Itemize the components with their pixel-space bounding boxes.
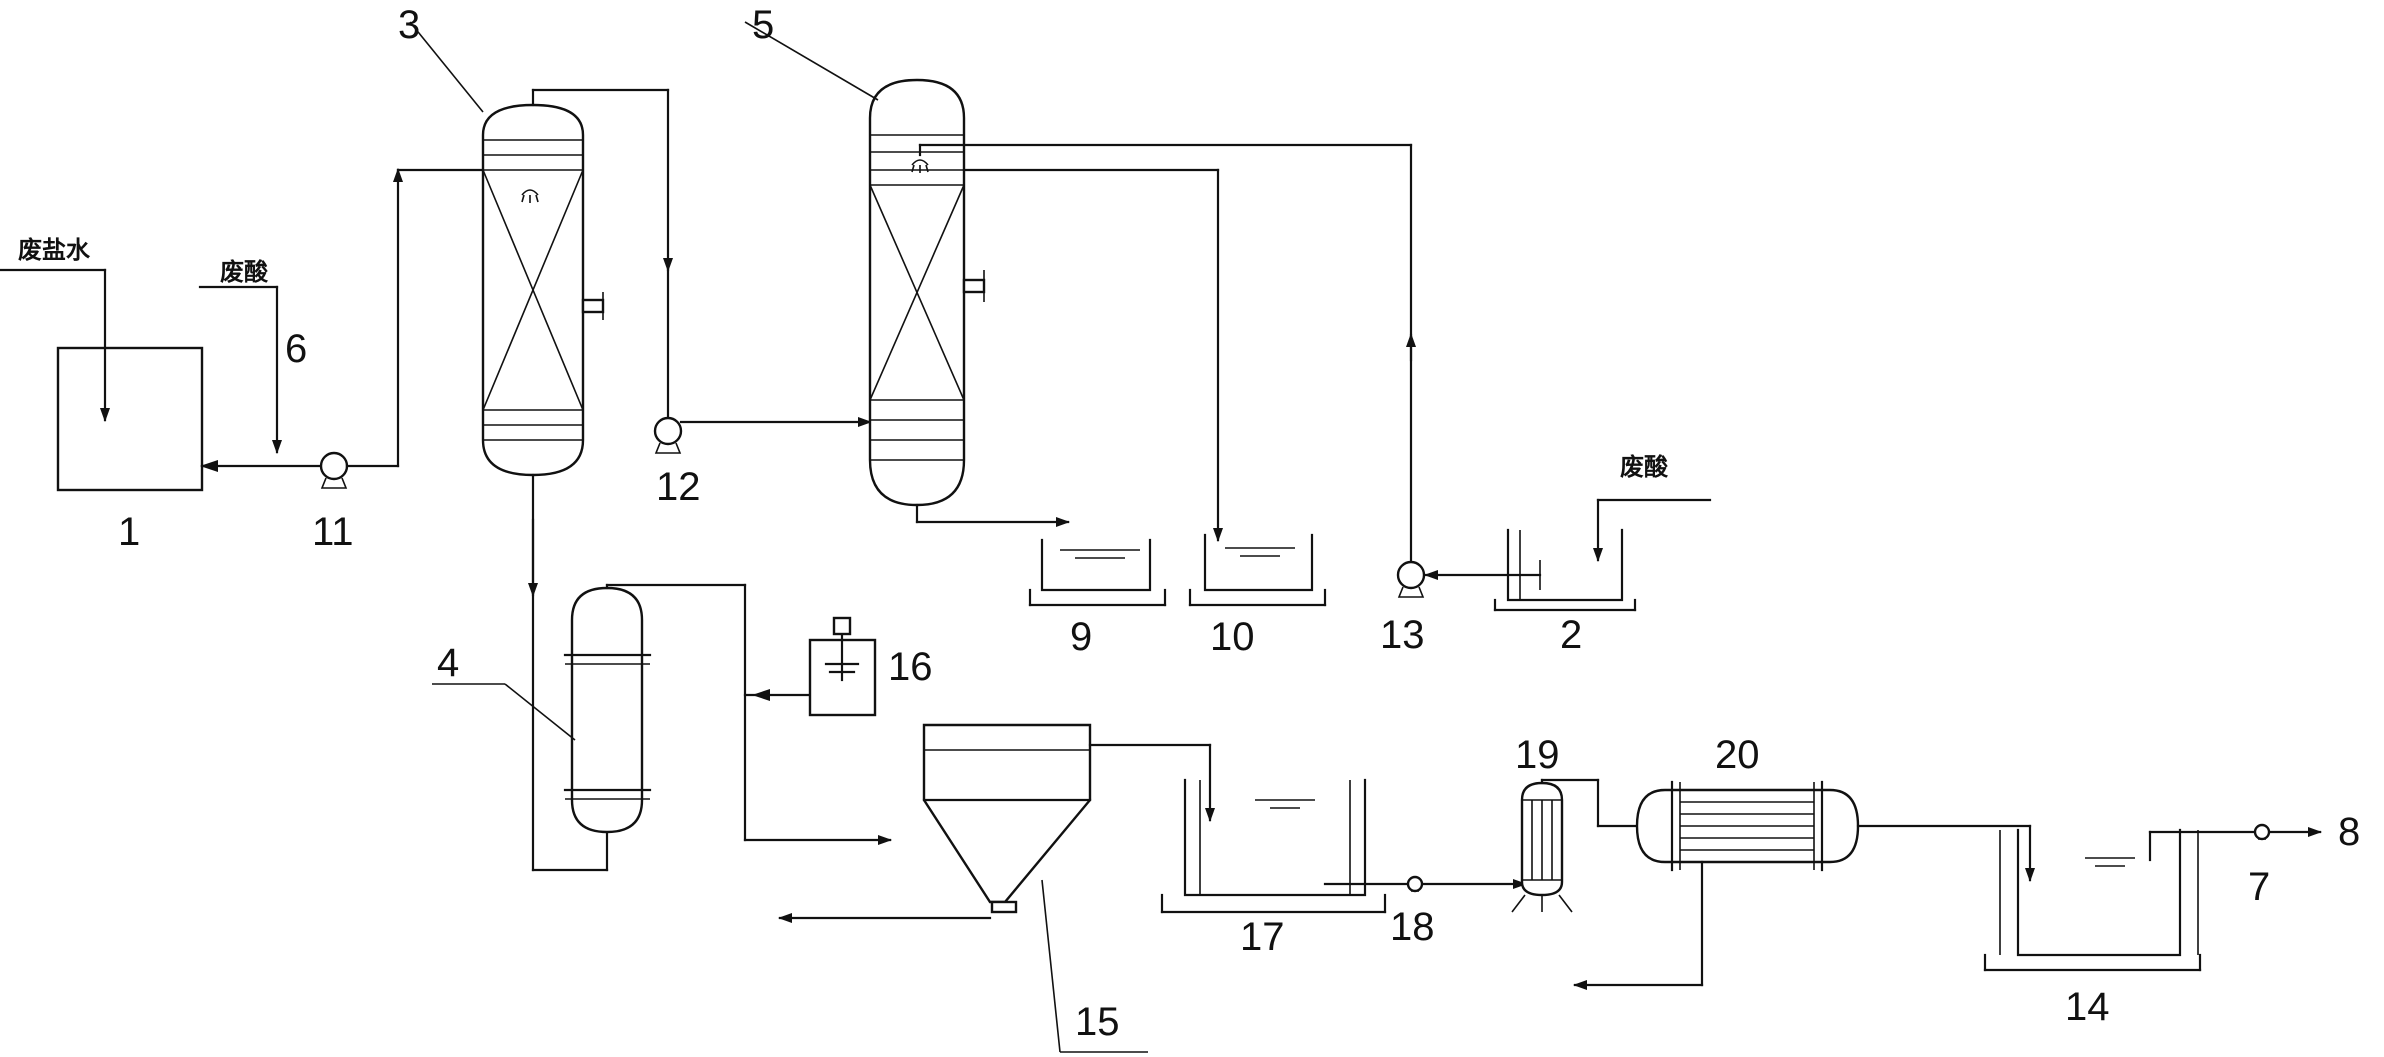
label-1: 1 [118, 510, 140, 554]
column-3 [481, 103, 605, 477]
pump-13 [1396, 560, 1426, 598]
tank-2 [1493, 528, 1637, 612]
pipe-column3-pump12 [531, 88, 673, 422]
label-waste-acid-1: 废酸 [220, 258, 269, 286]
label-7: 7 [2248, 865, 2270, 909]
pipe-exchanger4-settler15 [605, 583, 892, 845]
settler-15 [778, 723, 1092, 923]
pipe-exchanger20-tank14 [1856, 824, 2035, 882]
label-19: 19 [1515, 733, 1560, 777]
arrow-into-tank1 [200, 460, 218, 472]
pump-12 [653, 416, 683, 454]
pipe-column5-tank9 [915, 503, 1070, 527]
tank-14 [1983, 828, 2202, 972]
pipe-exchanger20-outlet [1573, 860, 1704, 990]
pipe-filter19-exchanger20 [1540, 778, 1662, 831]
tank-9 [1028, 538, 1167, 607]
label-5: 5 [752, 3, 774, 47]
label-14: 14 [2065, 985, 2110, 1029]
pump-7 [2253, 823, 2271, 841]
label-13: 13 [1380, 613, 1425, 657]
label-18: 18 [1390, 905, 1435, 949]
label-11: 11 [312, 510, 354, 554]
pipe-settler15-tank17 [1088, 743, 1215, 822]
pump-18 [1406, 875, 1424, 893]
dosing-tank-16 [808, 616, 877, 717]
label-20: 20 [1715, 733, 1760, 777]
exchanger-4 [563, 586, 652, 834]
waste-acid-line-6 [198, 285, 282, 454]
exchanger-20 [1635, 780, 1860, 872]
pipe-tank14-outlet8 [2148, 827, 2322, 862]
label-17: 17 [1240, 915, 1285, 959]
waste-acid-inlet-2 [1593, 498, 1712, 562]
label-16: 16 [888, 645, 933, 689]
label-2: 2 [1560, 613, 1582, 657]
waste-brine-inlet [0, 268, 110, 422]
label-4: 4 [437, 641, 459, 685]
label-9: 9 [1070, 615, 1092, 659]
tank-1 [56, 346, 204, 492]
label-waste-acid-2: 废酸 [1620, 453, 1669, 481]
pump-11 [319, 451, 349, 489]
filter-19 [1511, 781, 1573, 913]
label-12: 12 [656, 465, 701, 509]
pipe-pump13-column5 [918, 143, 1416, 562]
label-3: 3 [398, 3, 420, 47]
leader-lines [409, 21, 1148, 1053]
label-waste-brine: 废盐水 [18, 236, 91, 264]
tank-17 [1160, 778, 1387, 914]
tank-10 [1188, 533, 1327, 607]
label-15: 15 [1075, 1000, 1120, 1044]
column-5 [868, 78, 986, 507]
label-6: 6 [285, 327, 307, 371]
pipe-column3-exchanger4 [528, 473, 609, 872]
pipe-column5-tank10 [962, 168, 1223, 542]
label-8: 8 [2338, 810, 2360, 854]
label-10: 10 [1210, 615, 1255, 659]
